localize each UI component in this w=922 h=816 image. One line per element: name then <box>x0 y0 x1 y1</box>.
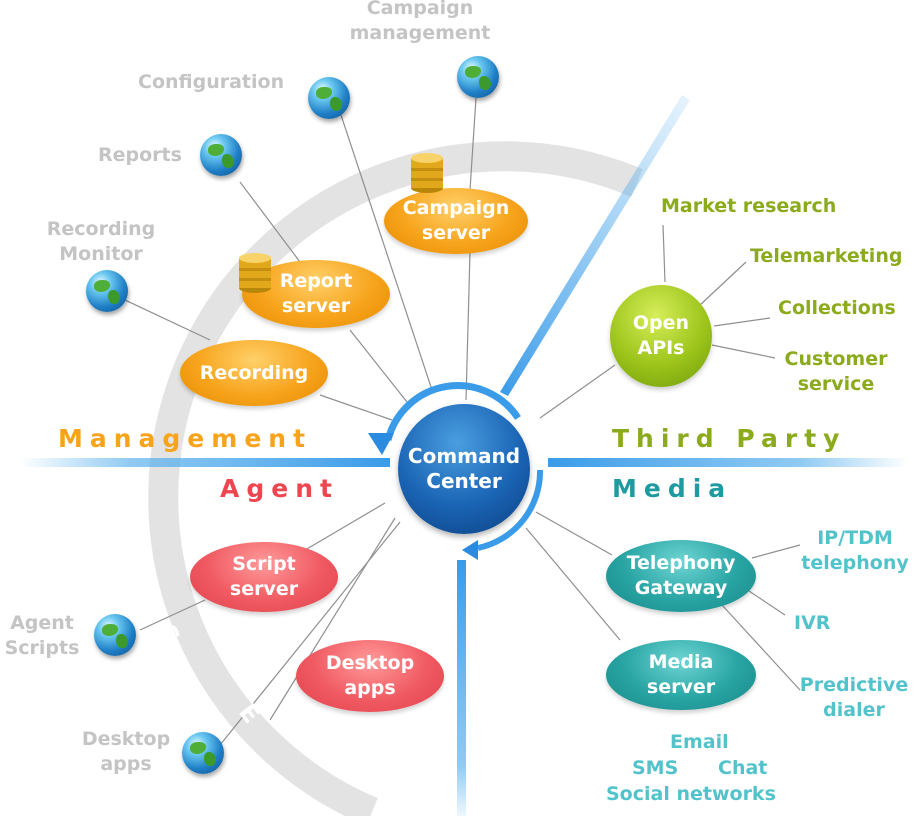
axis-right <box>548 458 908 467</box>
axis-diagonal <box>500 95 690 396</box>
svg-text:A: A <box>369 123 396 156</box>
database-icon <box>411 153 443 193</box>
svg-text:I: I <box>129 329 158 347</box>
svg-text:E: E <box>122 570 154 595</box>
command-center-node[interactable]: Command Center <box>398 404 530 534</box>
label-predictive-dialer: Predictive dialer <box>799 674 909 721</box>
label-agent-scripts: Agent Scripts <box>4 612 80 659</box>
globe-icon <box>200 134 242 176</box>
svg-text:R: R <box>118 499 148 521</box>
open-apis-node[interactable]: Open APIs <box>610 285 712 387</box>
section-agent: Agent <box>220 474 339 503</box>
database-icon <box>239 253 271 293</box>
center-arrowhead-left <box>368 433 394 455</box>
globe-icon <box>86 270 128 312</box>
label-chat: Chat <box>718 757 768 779</box>
svg-text:P: P <box>446 112 466 142</box>
label-recording-monitor: Recording Monitor <box>46 218 156 265</box>
label-reports: Reports <box>98 144 182 166</box>
section-third-party: Third Party <box>612 424 847 453</box>
label-collections: Collections <box>778 297 896 319</box>
section-management: Management <box>58 424 313 453</box>
label-sms: SMS <box>632 757 679 779</box>
globe-icon <box>182 732 224 774</box>
label-telemarketing: Telemarketing <box>750 245 903 267</box>
telephony-gateway-node[interactable]: Telephony Gateway <box>606 540 756 612</box>
script-server-node[interactable]: Script server <box>190 542 338 612</box>
section-media: Media <box>612 474 733 503</box>
globe-icon <box>457 56 499 98</box>
desktop-apps-node[interactable]: Desktop apps <box>296 640 444 712</box>
label-email: Email <box>670 731 729 753</box>
axis-left <box>20 458 390 467</box>
recording-node[interactable]: Recording <box>180 340 328 406</box>
center-arrow-lower <box>477 469 544 551</box>
label-customer-service: Customer service <box>784 348 888 395</box>
campaign-server-node[interactable]: Campaign server <box>384 188 528 254</box>
label-desktop-apps: Desktop apps <box>81 728 171 775</box>
globe-icon <box>308 77 350 119</box>
label-market-research: Market research <box>661 195 837 217</box>
label-campaign-management: Campaign management <box>349 0 491 44</box>
svg-text:C: C <box>156 266 189 295</box>
axis-down <box>457 560 466 816</box>
center-arrow-upper <box>384 382 521 441</box>
center-arrowhead-right <box>462 540 478 560</box>
connector-lines <box>124 97 801 746</box>
label-social-networks: Social networks <box>606 783 776 805</box>
label-ip-tdm-telephony: IP/TDM telephony <box>801 527 909 574</box>
svg-text:S: S <box>268 168 299 201</box>
label-ivr: IVR <box>794 612 831 634</box>
svg-text:E: E <box>216 209 248 240</box>
label-configuration: Configuration <box>138 71 285 93</box>
globe-icon <box>94 614 136 656</box>
media-server-node[interactable]: Media server <box>606 640 756 710</box>
svg-text:V: V <box>108 374 139 398</box>
